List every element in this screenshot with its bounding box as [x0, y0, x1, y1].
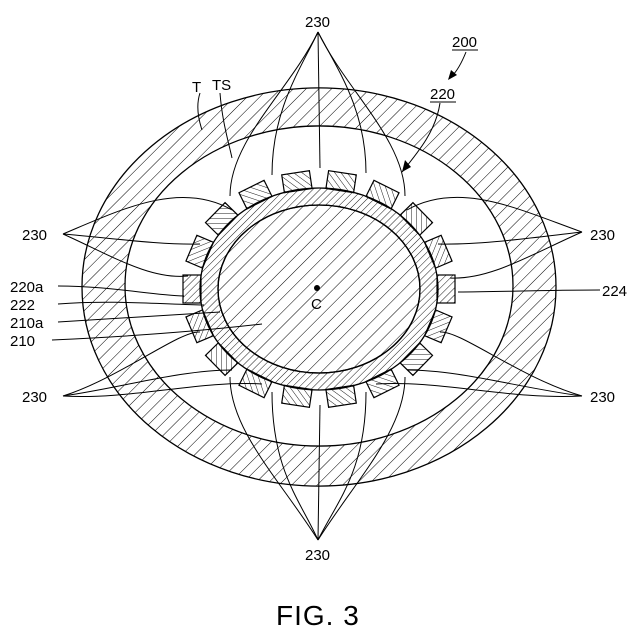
label-tooth-left-upper: 230 — [22, 227, 47, 244]
label-stator-ring: 222 — [10, 297, 35, 314]
label-outer-face: 224 — [602, 283, 627, 300]
label-tube-surface: TS — [212, 77, 231, 94]
stator-tooth — [183, 275, 201, 303]
label-assembly: 200 — [452, 34, 477, 51]
label-rotor-surface: 210a — [10, 315, 44, 332]
label-tooth-top: 230 — [305, 14, 330, 31]
stator-tooth — [437, 275, 455, 303]
leader-assembly — [452, 52, 466, 76]
figure-caption: FIG. 3 — [276, 600, 360, 631]
label-stator: 220 — [430, 86, 455, 103]
label-center: C — [311, 296, 322, 313]
label-tube: T — [192, 79, 201, 96]
label-tooth-right-lower: 230 — [590, 389, 615, 406]
label-tooth-right-upper: 230 — [590, 227, 615, 244]
label-stator-end-face: 220a — [10, 279, 44, 296]
label-rotor: 210 — [10, 333, 35, 350]
label-tooth-bottom: 230 — [305, 547, 330, 564]
leader-222 — [58, 302, 204, 305]
center-point — [314, 285, 320, 291]
label-tooth-left-lower: 230 — [22, 389, 47, 406]
